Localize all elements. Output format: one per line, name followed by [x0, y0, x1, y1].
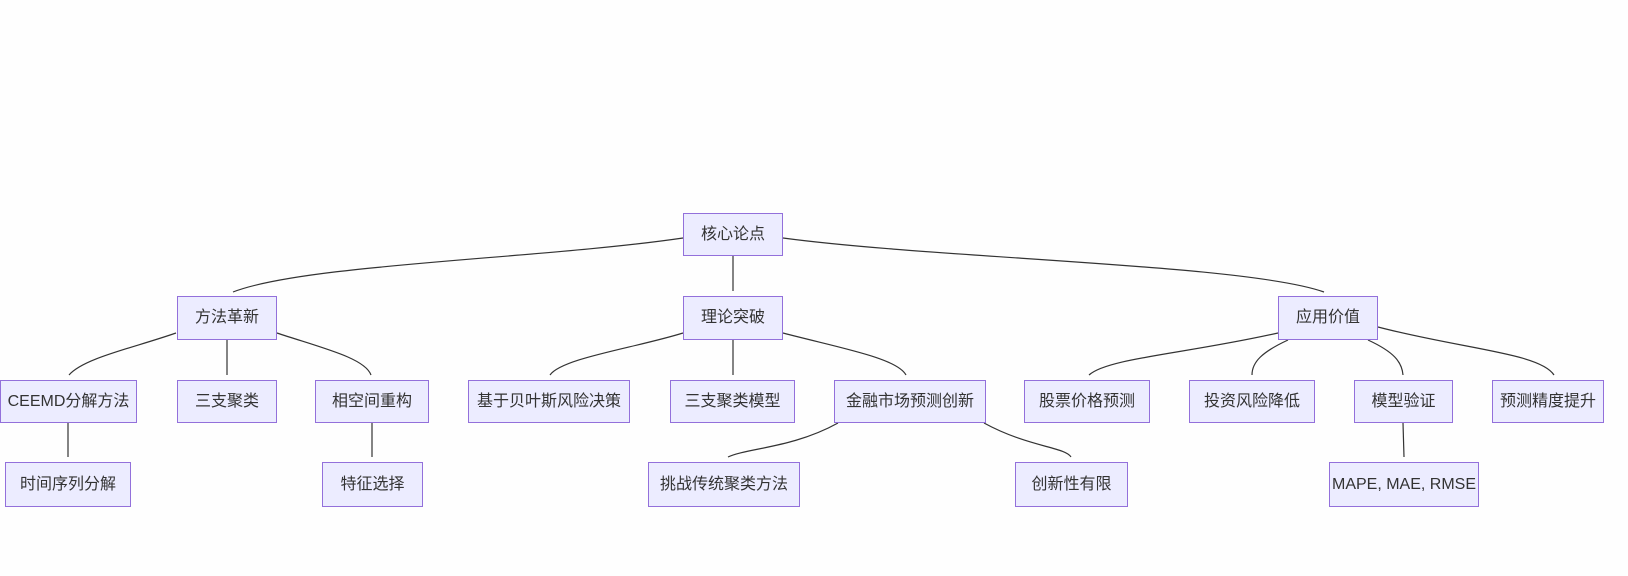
- edge-theoretical-breakthrough-to-financial-market-forecast-innovation: [782, 332, 907, 376]
- node-label-three-way-clustering: 三支聚类: [194, 392, 259, 410]
- edge-method-innovation-to-phase-space-reconstruction: [276, 332, 372, 376]
- node-method-innovation: 方法革新: [177, 296, 277, 340]
- edge-financial-market-forecast-innovation-to-challenge-traditional-clustering: [727, 422, 839, 458]
- node-label-bayesian-risk-decision: 基于贝叶斯风险决策: [476, 392, 621, 410]
- node-three-way-clustering: 三支聚类: [177, 380, 277, 423]
- node-label-investment-risk-reduction: 投资风险降低: [1203, 392, 1300, 410]
- node-model-validation: 模型验证: [1354, 380, 1453, 423]
- node-financial-market-forecast-innovation: 金融市场预测创新: [834, 380, 986, 423]
- node-limited-novelty: 创新性有限: [1015, 462, 1128, 507]
- edge-model-validation-to-mape-mae-rmse: [1402, 422, 1405, 458]
- node-forecast-accuracy-improvement: 预测精度提升: [1492, 380, 1604, 423]
- node-stock-price-prediction: 股票价格预测: [1024, 380, 1150, 423]
- node-time-series-decomposition: 时间序列分解: [5, 462, 131, 507]
- edge-application-value-to-investment-risk-reduction: [1251, 339, 1289, 376]
- edge-application-value-to-model-validation: [1367, 339, 1404, 376]
- node-label-forecast-accuracy-improvement: 预测精度提升: [1499, 392, 1596, 410]
- node-label-model-validation: 模型验证: [1371, 392, 1436, 410]
- node-application-value: 应用价值: [1278, 296, 1378, 340]
- node-label-stock-price-prediction: 股票价格预测: [1038, 392, 1135, 410]
- node-mape-mae-rmse: MAPE, MAE, RMSE: [1329, 462, 1479, 507]
- node-label-limited-novelty: 创新性有限: [1031, 475, 1112, 493]
- node-label-application-value: 应用价值: [1295, 309, 1360, 326]
- node-feature-selection: 特征选择: [322, 462, 423, 507]
- edge-application-value-to-stock-price-prediction: [1088, 332, 1279, 376]
- node-three-way-clustering-model: 三支聚类模型: [670, 380, 795, 423]
- node-phase-space-reconstruction: 相空间重构: [315, 380, 429, 423]
- node-label-mape-mae-rmse: MAPE, MAE, RMSE: [1331, 475, 1477, 493]
- node-core-thesis: 核心论点: [683, 213, 783, 256]
- node-investment-risk-reduction: 投资风险降低: [1189, 380, 1315, 423]
- node-ceemd-decomposition-method: CEEMD分解方法: [0, 380, 137, 423]
- edge-core-thesis-to-application-value: [782, 237, 1325, 293]
- edge-theoretical-breakthrough-to-bayesian-risk-decision: [549, 332, 684, 376]
- edge-core-thesis-to-method-innovation: [232, 237, 684, 293]
- node-label-method-innovation: 方法革新: [194, 309, 259, 326]
- node-bayesian-risk-decision: 基于贝叶斯风险决策: [468, 380, 630, 423]
- node-label-time-series-decomposition: 时间序列分解: [19, 475, 116, 493]
- node-challenge-traditional-clustering: 挑战传统聚类方法: [648, 462, 800, 507]
- node-label-theoretical-breakthrough: 理论突破: [700, 309, 765, 326]
- edge-method-innovation-to-ceemd-decomposition-method: [68, 332, 177, 376]
- edge-application-value-to-forecast-accuracy-improvement: [1377, 326, 1555, 376]
- edge-financial-market-forecast-innovation-to-limited-novelty: [983, 422, 1072, 458]
- node-label-ceemd-decomposition-method: CEEMD分解方法: [7, 392, 130, 410]
- node-theoretical-breakthrough: 理论突破: [683, 296, 783, 340]
- node-label-core-thesis: 核心论点: [700, 225, 765, 243]
- node-label-phase-space-reconstruction: 相空间重构: [331, 392, 412, 410]
- node-label-challenge-traditional-clustering: 挑战传统聚类方法: [659, 475, 788, 493]
- node-label-financial-market-forecast-innovation: 金融市场预测创新: [845, 392, 974, 410]
- node-label-three-way-clustering-model: 三支聚类模型: [684, 392, 781, 410]
- node-label-feature-selection: 特征选择: [340, 475, 405, 493]
